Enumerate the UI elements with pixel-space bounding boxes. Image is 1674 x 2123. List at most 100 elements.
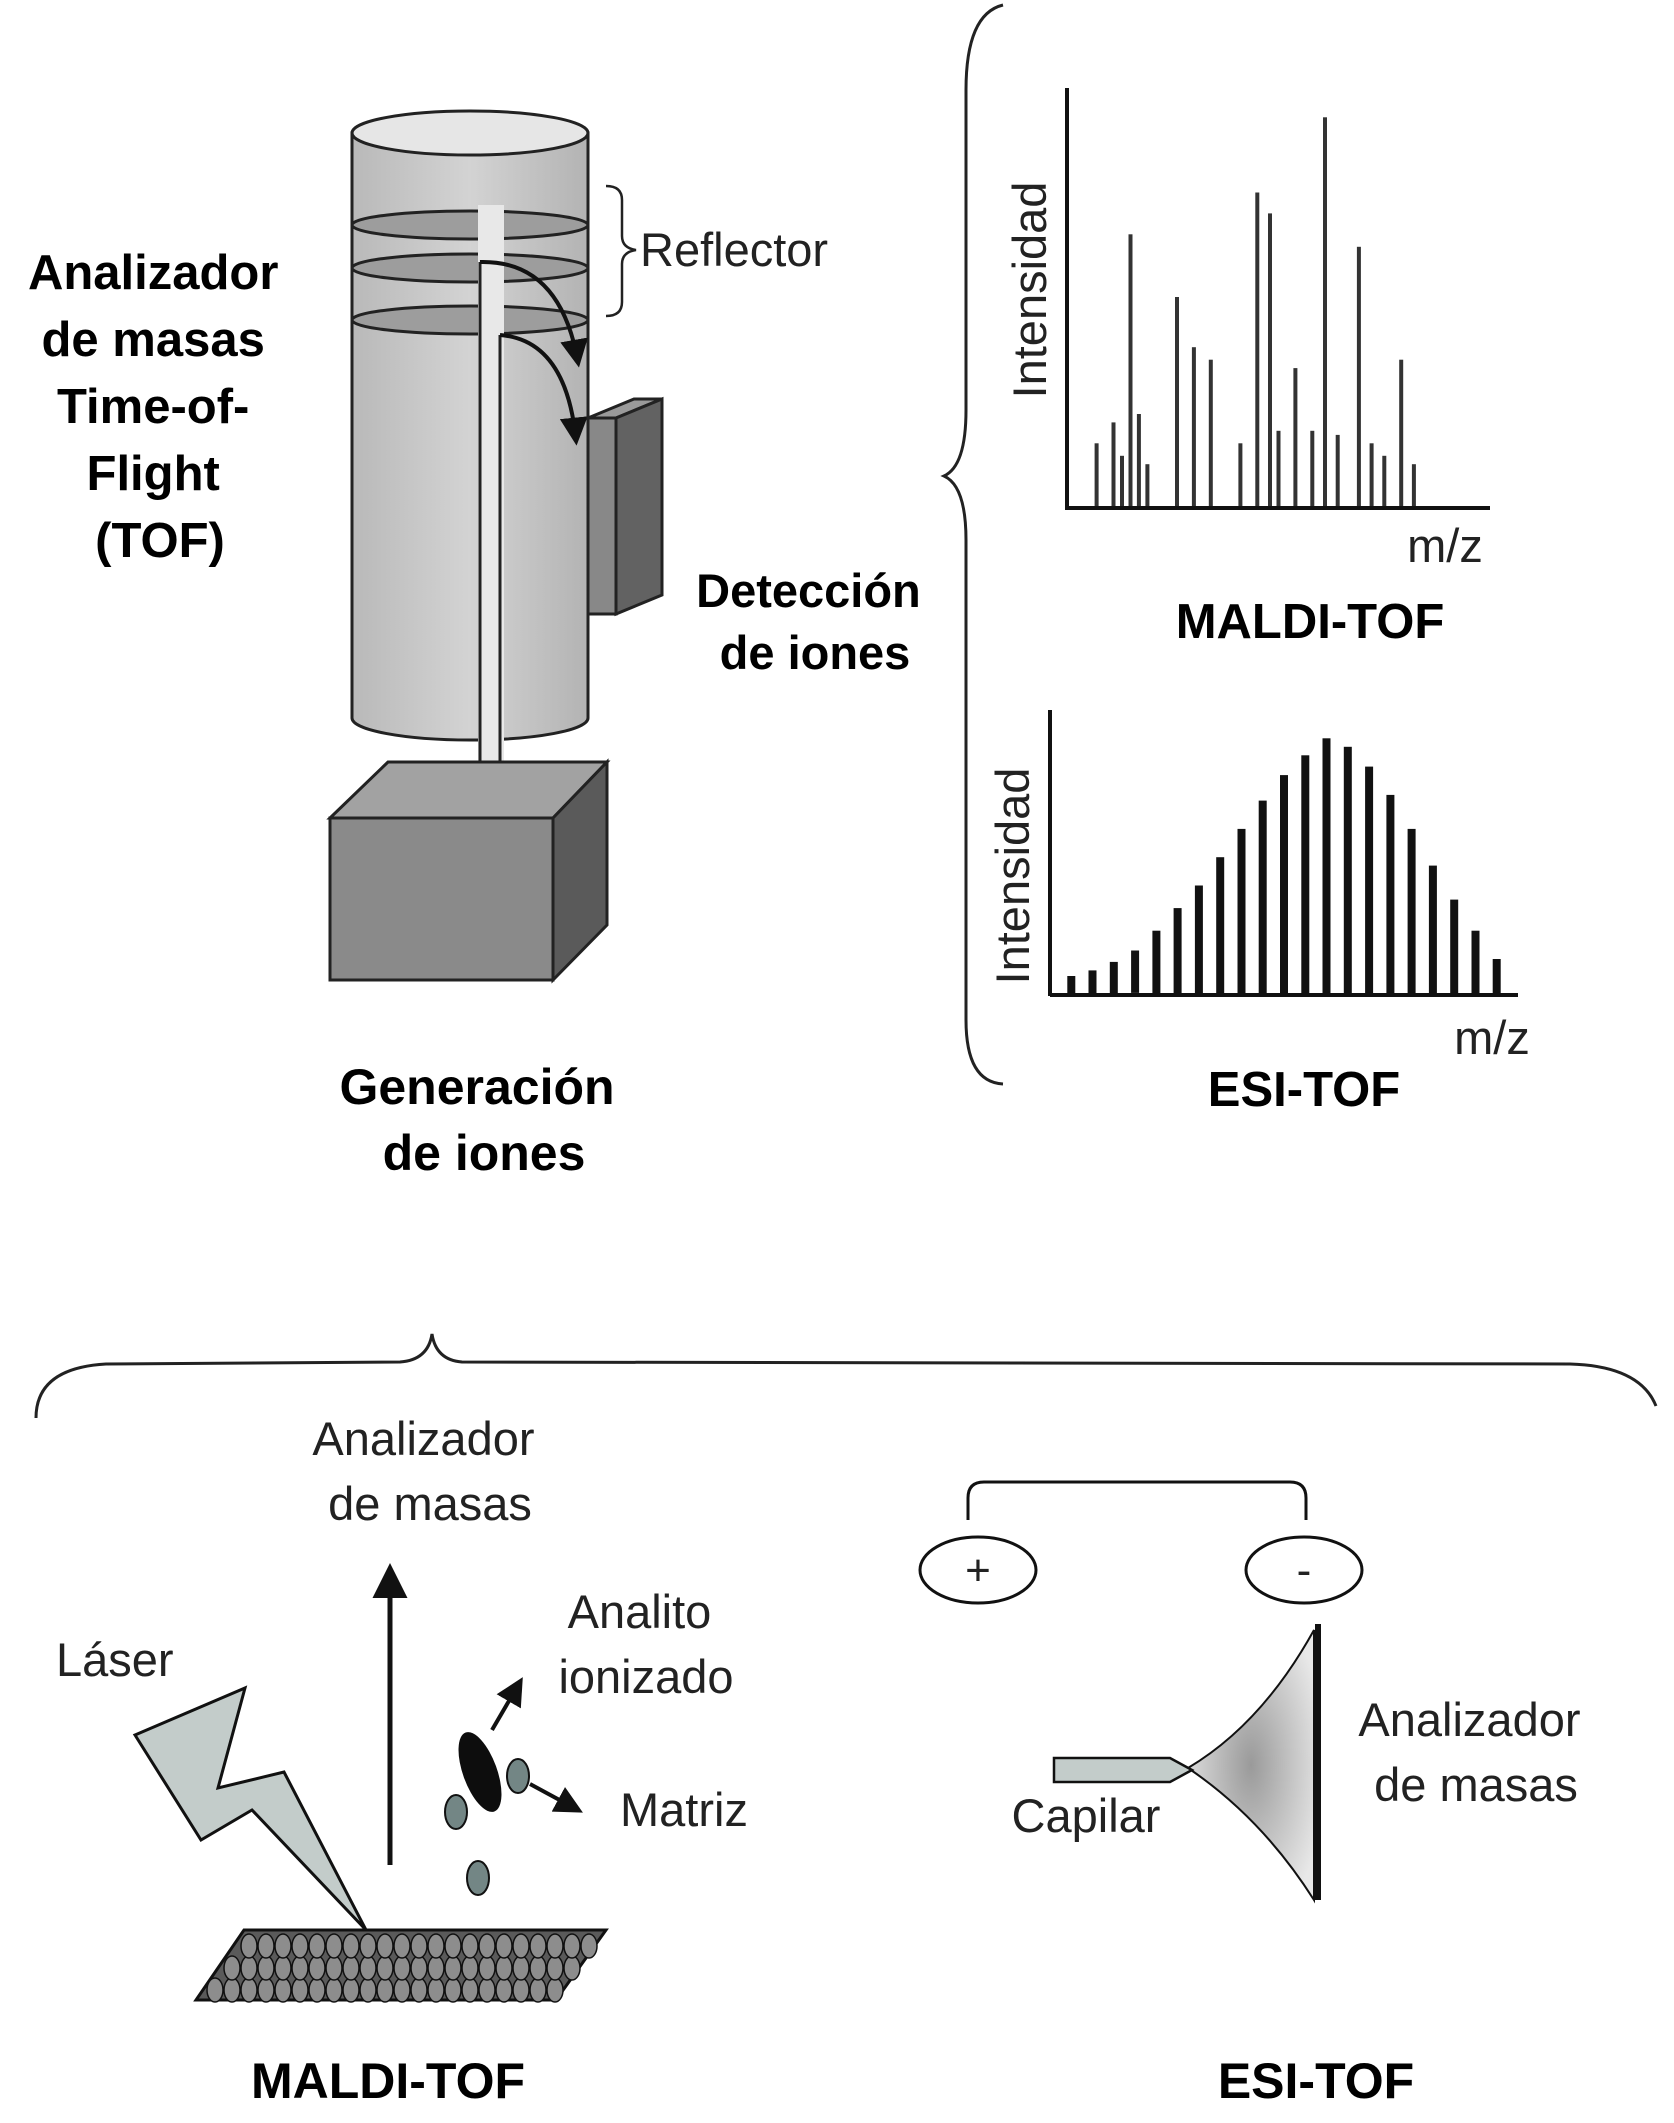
negative-electrode [1244,1535,1364,1605]
maldi-peak [1310,430,1315,506]
maldi-peak [1208,359,1213,506]
esi-ylabel: Intensidad [986,768,1039,985]
plate-crystal [478,1933,496,1959]
maldi-peak [1335,434,1340,506]
plate-crystal [325,1933,343,1959]
plate-crystal [359,1955,377,1981]
tof-tube [350,131,590,742]
analyte-ion [458,1732,502,1812]
plate-crystal [478,1955,496,1981]
plate-crystal [529,1955,547,1981]
detector-box [586,396,664,617]
plus-sign: + [965,1546,991,1595]
plate-crystal [359,1933,377,1959]
maldi-peak [1094,443,1099,506]
plate-crystal [257,1955,275,1981]
plate-crystal [563,1933,581,1959]
maldi-peak [1323,117,1327,507]
esi-analyzer-label: Analizador de masas [1358,1693,1593,1811]
matrix-label: Matriz [620,1783,748,1836]
plate-crystal [495,1977,513,2003]
plate-crystal [240,1933,258,1959]
laser-label: Láser [56,1633,174,1686]
plate-crystal [512,1933,530,1959]
plate-crystal [410,1955,428,1981]
plate-crystal [461,1955,479,1981]
tof-tube-top [350,109,590,157]
spectra-brace [940,3,1004,1086]
plate-crystal [427,1933,445,1959]
esi-peak [1237,828,1246,993]
tof-instrument [326,109,664,984]
matrix-particle [444,1794,468,1830]
plate-crystal [308,1977,326,2003]
plate-crystal [342,1977,360,2003]
plate-crystal [529,1977,547,2003]
plate-crystal [546,1977,564,2003]
esi-peak [1386,794,1395,993]
esi-peak [1365,766,1374,993]
ion-source-box [326,758,611,984]
plate-crystal [444,1933,462,1959]
plate-crystal [240,1977,258,2003]
plate-crystal [444,1955,462,1981]
plate-crystal [274,1955,292,1981]
plate-crystal [563,1955,581,1981]
maldi-peak [1136,414,1141,506]
esi-peak [1301,755,1310,993]
reflector-rings [350,209,590,336]
esi-peak [1194,885,1203,993]
maldi-peak [1120,455,1124,506]
plate-crystal [257,1933,275,1959]
maldi-peak [1175,297,1179,506]
detection-label: Detección de iones [696,564,934,679]
capillary-label: Capilar [1012,1789,1161,1842]
maldi-peak [1293,368,1298,506]
maldi-peak [1411,464,1416,506]
plate-crystal [376,1933,394,1959]
plate-crystal [512,1955,530,1981]
reflector-arrow-2 [499,333,588,446]
plate-crystal [308,1955,326,1981]
plate-crystal [495,1933,513,1959]
maldi-peak [1268,213,1272,506]
maldi-peak [1369,443,1374,506]
target-plate [193,1928,609,2003]
maldi-xlabel: m/z [1407,519,1483,572]
maldi-peak [1276,430,1281,506]
plate-crystal [342,1933,360,1959]
esi-peak [1067,976,1076,993]
maldi-spectrum-title: MALDI-TOF [1176,595,1445,649]
maldi-peak [1356,246,1361,507]
plate-crystal [393,1955,411,1981]
minus-sign: - [1297,1546,1312,1595]
circuit-wire [966,1480,1308,1520]
esi-xlabel: m/z [1454,1011,1530,1064]
maldi-source [132,1563,609,2003]
esi-peak [1471,930,1480,993]
matrix-arrow [529,1782,583,1813]
plate-crystal [325,1955,343,1981]
plate-crystal [427,1977,445,2003]
plate-crystal [206,1977,224,2003]
esi-peak [1492,959,1501,993]
maldi-peak [1399,359,1404,506]
plate-crystal [478,1977,496,2003]
plate-crystal [274,1977,292,2003]
maldi-peak [1238,443,1243,506]
ion-generation-brace [34,1333,1658,1419]
positive-electrode [918,1535,1038,1605]
plate-crystal [223,1955,241,1981]
tof-analyzer-label: Analizador de masas Time-of- Flight (TOF… [28,246,292,568]
plate-crystal [393,1977,411,2003]
esi-peak [1258,800,1267,993]
maldi-peak [1145,464,1150,506]
maldi-ylabel: Intensidad [1003,182,1056,399]
plate-crystal [308,1933,326,1959]
esi-peak [1280,775,1288,993]
esi-spectrum [1048,710,1518,997]
plate-crystal [291,1933,309,1959]
plate-crystal [495,1955,513,1981]
maldi-spectrum [1065,88,1490,510]
